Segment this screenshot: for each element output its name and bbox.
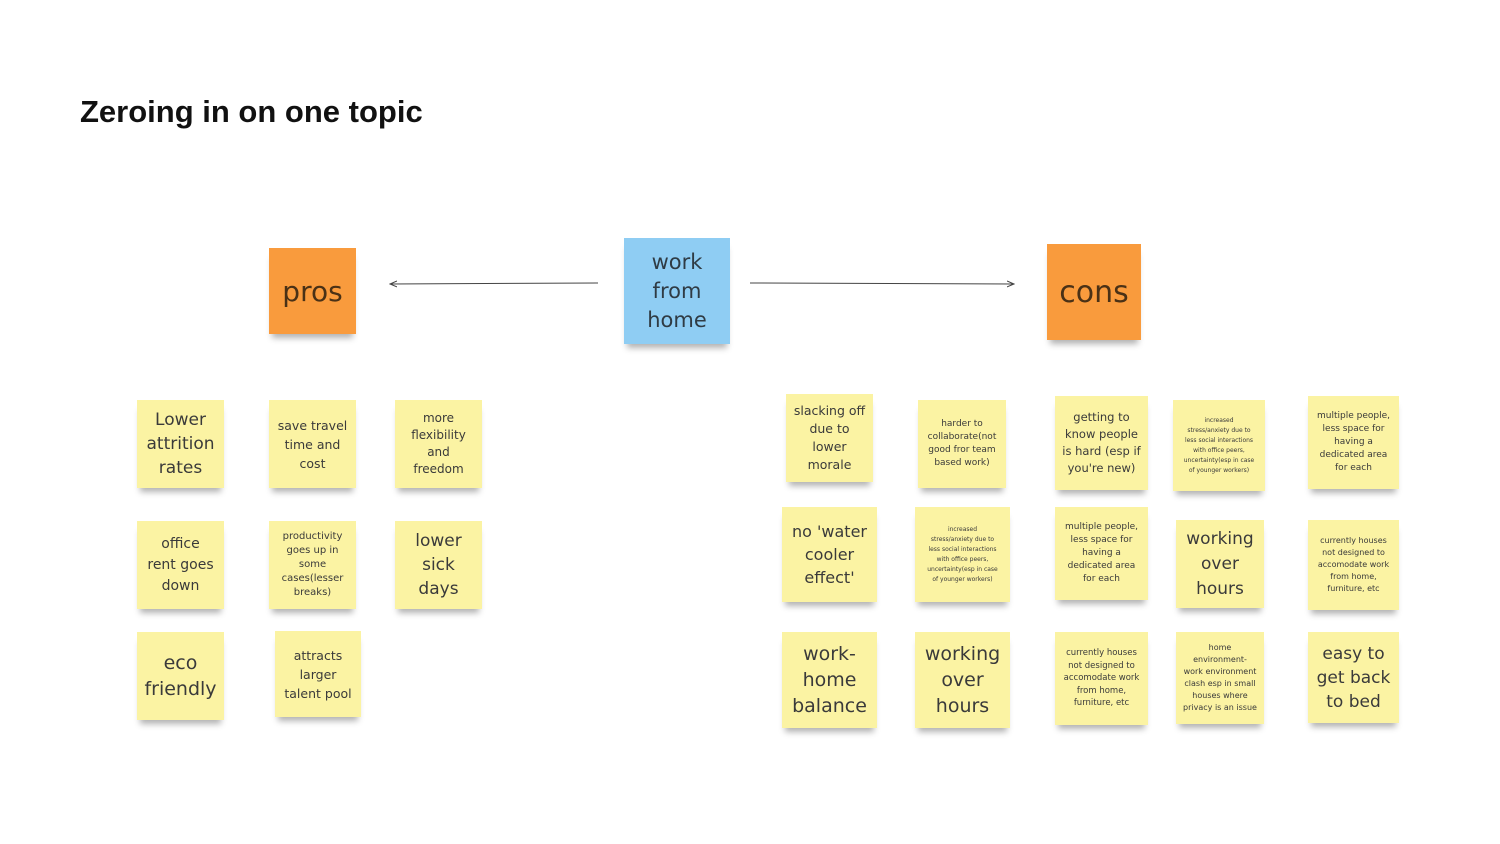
cons-note: no 'water cooler effect' <box>782 507 877 602</box>
cons-note-text: slacking off due to lower morale <box>793 403 866 472</box>
pros-note-text: lower sick days <box>415 531 462 599</box>
pros-note-text: more flexibility and freedom <box>411 411 466 476</box>
cons-note: working over hours <box>1176 520 1264 608</box>
pros-note-text: save travel time and cost <box>277 417 348 471</box>
cons-note-text: currently houses not designed to accomod… <box>1317 536 1390 593</box>
page-title: Zeroing in on one topic <box>80 94 423 129</box>
cons-note-text: increased stress/anxiety due to less soc… <box>927 525 998 583</box>
cons-note: currently houses not designed to accomod… <box>1308 520 1399 610</box>
cons-note: increased stress/anxiety due to less soc… <box>915 507 1010 602</box>
pros-header: pros <box>269 248 356 334</box>
cons-header-label: cons <box>1059 274 1129 310</box>
cons-header: cons <box>1047 244 1141 340</box>
cons-note-text: getting to know people is hard (esp if y… <box>1062 410 1141 475</box>
cons-note: increased stress/anxiety due to less soc… <box>1173 400 1265 491</box>
pros-header-label: pros <box>282 274 343 308</box>
cons-note-text: multiple people, less space for having a… <box>1065 522 1138 584</box>
pros-note: attracts larger talent pool <box>275 631 361 717</box>
cons-note-text: work- home balance <box>792 643 867 717</box>
cons-note: work- home balance <box>782 632 877 728</box>
cons-note: getting to know people is hard (esp if y… <box>1055 396 1148 490</box>
cons-note: multiple people, less space for having a… <box>1055 507 1148 600</box>
pros-note: Lower attrition rates <box>137 400 224 488</box>
pros-note: office rent goes down <box>137 521 224 609</box>
cons-note-text: no 'water cooler effect' <box>792 522 867 587</box>
arrow-to-pros <box>390 283 599 284</box>
pros-note: lower sick days <box>395 521 482 609</box>
cons-note-text: harder to collaborate(not good fror team… <box>927 419 997 468</box>
cons-note: harder to collaborate(not good fror team… <box>918 400 1006 488</box>
cons-note-text: working over hours <box>924 643 1001 717</box>
cons-note-text: easy to get back to bed <box>1316 643 1391 712</box>
cons-note-text: multiple people, less space for having a… <box>1317 411 1390 473</box>
arrow-to-cons <box>749 283 1014 284</box>
pros-note: save travel time and cost <box>269 400 356 488</box>
cons-note-text: working over hours <box>1186 528 1254 599</box>
center-topic-note: work from home <box>624 238 730 344</box>
pros-note-text: productivity goes up in some cases(lesse… <box>281 531 344 598</box>
pros-note-text: attracts larger talent pool <box>284 647 352 701</box>
cons-note-text: currently houses not designed to accomod… <box>1063 648 1140 709</box>
pros-note: eco friendly <box>137 632 224 720</box>
cons-note: working over hours <box>915 632 1010 728</box>
cons-note: multiple people, less space for having a… <box>1308 396 1399 489</box>
cons-note-text: home environment- work environment clash… <box>1183 643 1257 712</box>
pros-note-text: eco friendly <box>144 652 217 700</box>
center-topic-label: work from home <box>647 249 707 332</box>
cons-note: currently houses not designed to accomod… <box>1055 632 1148 725</box>
cons-note: home environment- work environment clash… <box>1176 632 1264 724</box>
cons-note-text: increased stress/anxiety due to less soc… <box>1183 416 1255 474</box>
cons-note: slacking off due to lower morale <box>786 394 873 482</box>
pros-note-text: office rent goes down <box>147 535 214 594</box>
pros-note-text: Lower attrition rates <box>146 410 215 478</box>
cons-note: easy to get back to bed <box>1308 632 1399 723</box>
pros-note: productivity goes up in some cases(lesse… <box>269 521 356 609</box>
pros-note: more flexibility and freedom <box>395 400 482 488</box>
